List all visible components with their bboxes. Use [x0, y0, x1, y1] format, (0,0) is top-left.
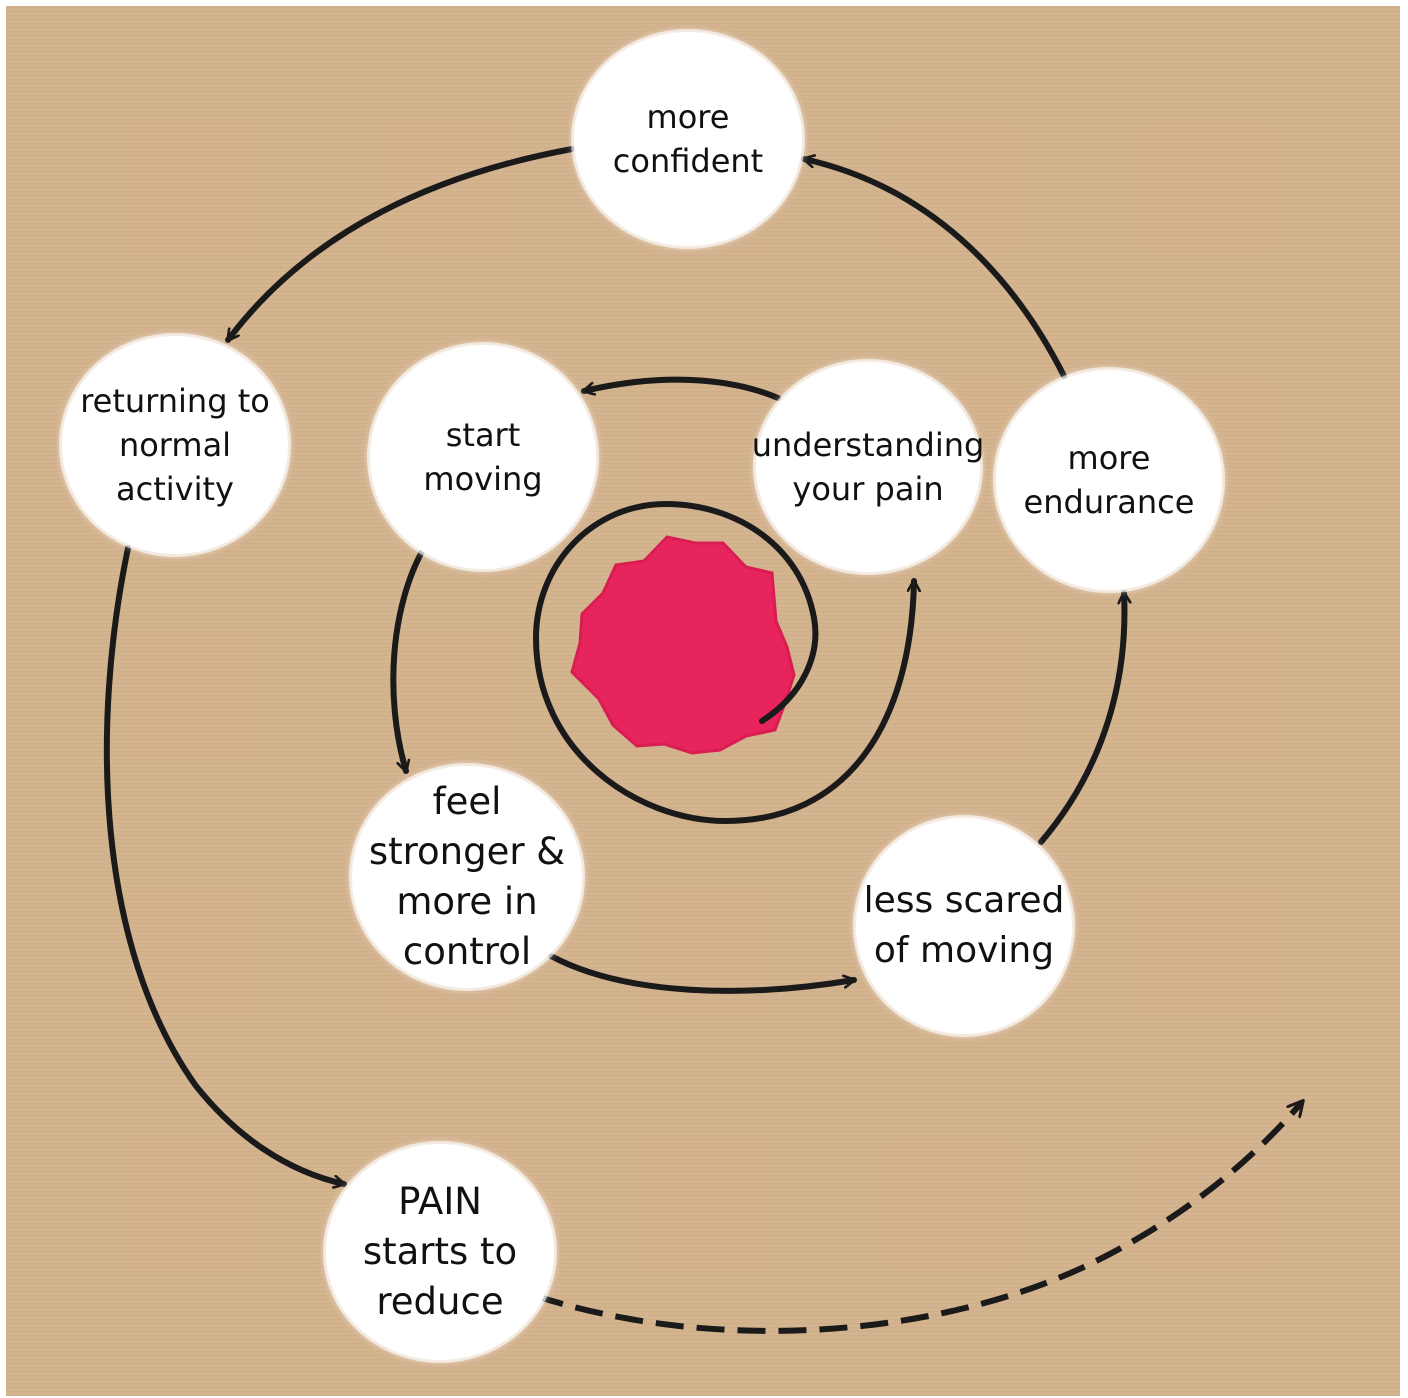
- node-feel-stronger: feel stronger & more in control: [352, 766, 582, 988]
- node-start-moving: start moving: [370, 345, 596, 569]
- arrow-confident-to-returning: [225, 146, 575, 343]
- arrow-stronger-to-lessscared: [548, 953, 857, 994]
- node-label: start moving: [423, 416, 543, 498]
- node-label: more endurance: [1023, 439, 1195, 521]
- pain-star-icon: [570, 535, 796, 755]
- node-label: feel stronger & more in control: [368, 780, 566, 973]
- node-label: PAIN starts to reduce: [362, 1180, 518, 1323]
- node-pain-starts-to-reduce: PAIN starts to reduce: [326, 1144, 554, 1360]
- node-understanding-your-pain: understanding your pain: [752, 362, 984, 572]
- node-label: understanding your pain: [751, 426, 985, 508]
- node-more-confident: more confident: [574, 32, 802, 246]
- node-more-endurance: more endurance: [996, 370, 1222, 590]
- spiral-arrows: [103, 146, 1400, 1334]
- node-label: returning to normal activity: [80, 382, 270, 508]
- node-label: more confident: [612, 98, 764, 180]
- node-label: less scared of moving: [863, 880, 1065, 971]
- arrow-returning-to-pain: [103, 545, 347, 1184]
- arrow-lessscared-to-endurance: [1038, 590, 1124, 845]
- node-less-scared-of-moving: less scared of moving: [856, 818, 1072, 1034]
- arrow-understanding-to-start: [581, 376, 781, 401]
- node-returning-to-normal-activity: returning to normal activity: [62, 336, 288, 554]
- spiral-inner-loop: [532, 500, 914, 825]
- arrow-endurance-to-confident: [801, 159, 1067, 379]
- diagram-canvas: more confident returning to normal activ…: [6, 6, 1400, 1396]
- arrow-start-to-stronger: [390, 545, 427, 774]
- arrow-dashed-outward: [535, 1102, 1302, 1334]
